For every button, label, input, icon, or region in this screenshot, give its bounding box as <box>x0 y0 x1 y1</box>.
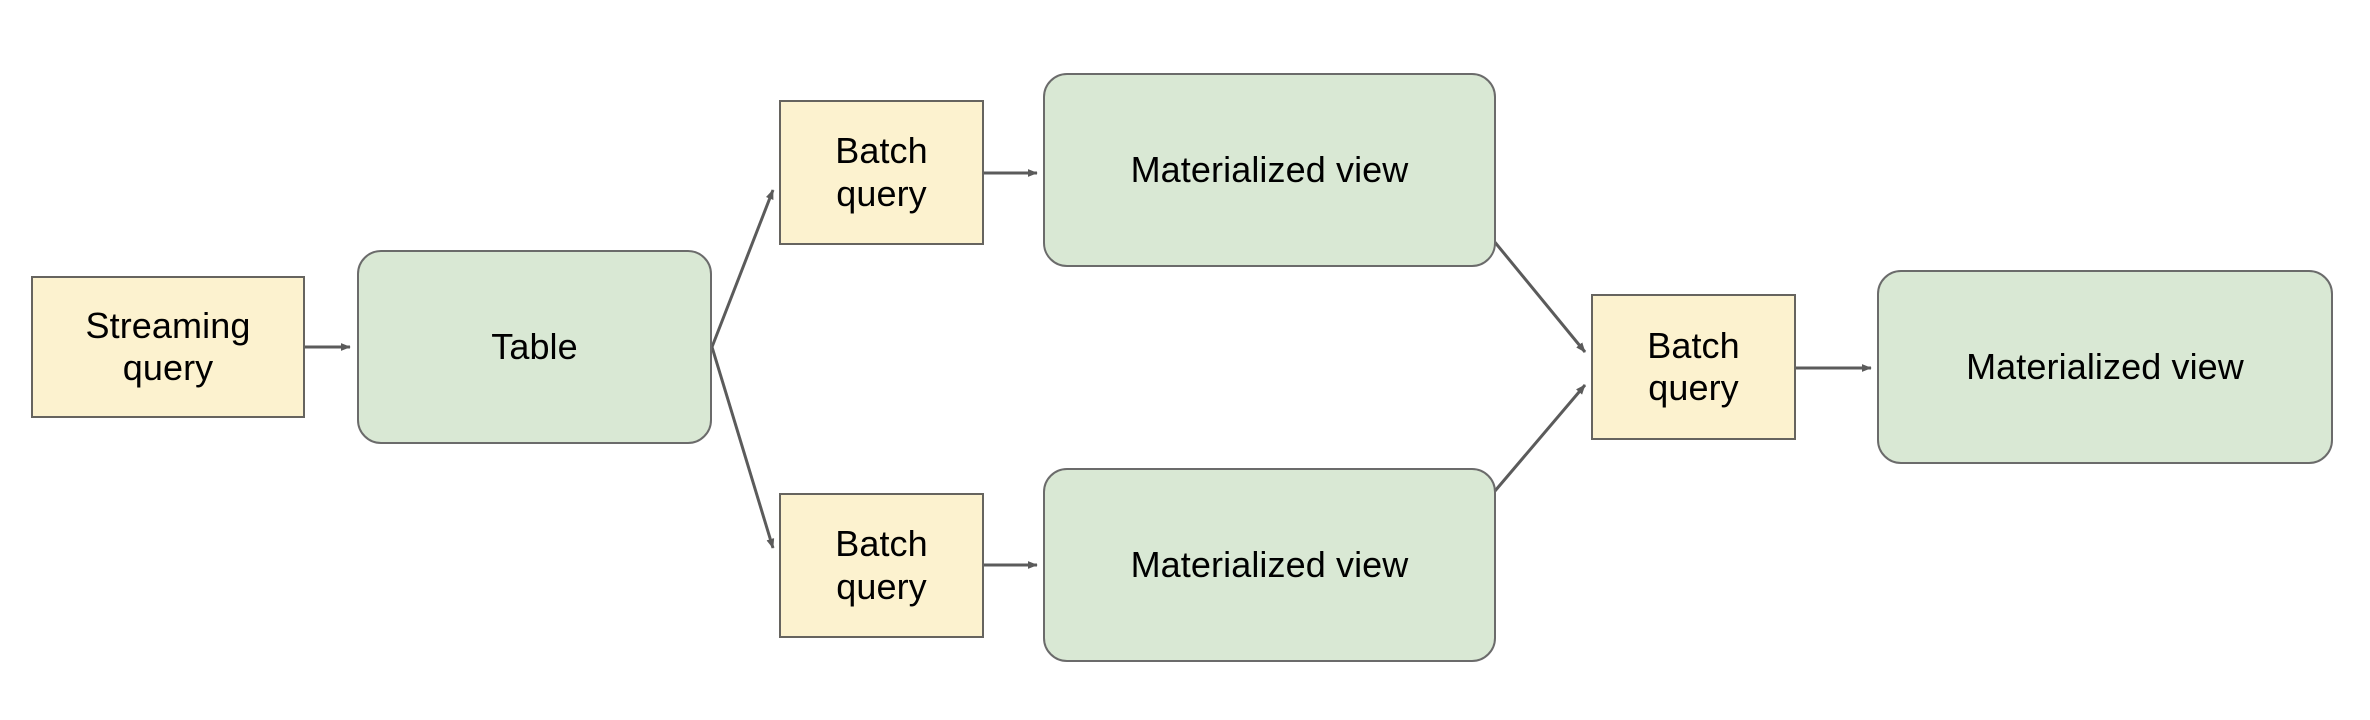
node-batch-query-join[interactable]: Batch query <box>1591 294 1796 440</box>
edge-table-to-batch-bottom <box>710 346 775 549</box>
node-batch-query-bottom[interactable]: Batch query <box>779 493 984 638</box>
node-label-materialized-view-top: Materialized view <box>1130 148 1409 190</box>
node-streaming-query[interactable]: Streaming query <box>31 276 305 418</box>
node-batch-query-top[interactable]: Batch query <box>779 100 984 245</box>
node-label-batch-query-join: Batch query <box>1647 324 1740 408</box>
node-materialized-view-bottom[interactable]: Materialized view <box>1043 468 1496 662</box>
node-table[interactable]: Table <box>357 250 712 444</box>
node-label-table: Table <box>491 325 578 367</box>
edge-mv-bottom-to-batch-join <box>1487 384 1587 499</box>
node-materialized-view-final[interactable]: Materialized view <box>1877 270 2333 464</box>
node-label-streaming-query: Streaming query <box>85 304 251 388</box>
node-label-materialized-view-final: Materialized view <box>1966 345 2244 387</box>
node-label-batch-query-bottom: Batch query <box>835 523 928 607</box>
node-label-materialized-view-bottom: Materialized view <box>1130 543 1409 585</box>
edge-table-to-batch-top <box>710 189 775 348</box>
node-materialized-view-top[interactable]: Materialized view <box>1043 73 1496 267</box>
node-label-batch-query-top: Batch query <box>835 130 928 214</box>
edge-mv-top-to-batch-join <box>1487 234 1587 353</box>
